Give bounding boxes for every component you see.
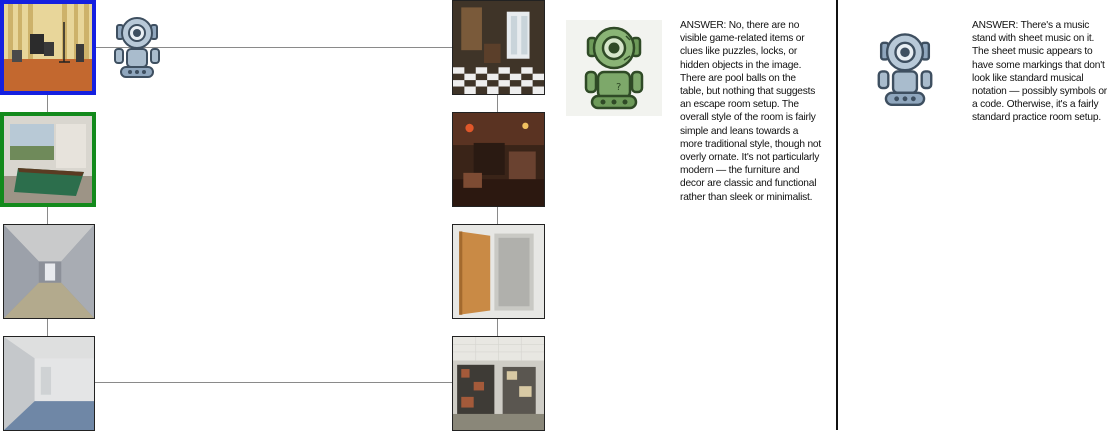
connector-right-1 bbox=[497, 94, 498, 112]
connector-bottom bbox=[95, 382, 452, 383]
thumbnail-pool-room[interactable] bbox=[0, 112, 96, 207]
bar-room-image bbox=[453, 113, 544, 206]
music-room-image bbox=[4, 4, 92, 91]
robot-icon bbox=[111, 15, 163, 79]
answer-text-left: ANSWER: No, there are no visible game-re… bbox=[680, 20, 822, 203]
robot-icon bbox=[874, 30, 936, 108]
robot-icon-green: ? bbox=[566, 20, 662, 116]
connector-right-2 bbox=[497, 206, 498, 224]
pool-room-image bbox=[4, 116, 92, 203]
open-door-image bbox=[453, 225, 544, 318]
thumbnail-empty-room[interactable] bbox=[3, 336, 95, 431]
empty-room-image bbox=[4, 337, 94, 430]
thumbnail-open-door[interactable] bbox=[452, 224, 545, 319]
connector-left-3 bbox=[47, 318, 48, 336]
panel-divider bbox=[836, 0, 838, 430]
storage-basement-image bbox=[453, 337, 544, 430]
parlor-image bbox=[453, 1, 544, 94]
connector-top bbox=[95, 47, 452, 48]
hallway-image bbox=[4, 225, 94, 318]
thumbnail-music-room[interactable] bbox=[0, 0, 96, 95]
connector-left-1 bbox=[47, 94, 48, 112]
connector-left-2 bbox=[47, 206, 48, 224]
thumbnail-bar-room[interactable] bbox=[452, 112, 545, 207]
thumbnail-parlor[interactable] bbox=[452, 0, 545, 95]
svg-text:?: ? bbox=[616, 82, 621, 93]
answer-text-right: ANSWER: There's a music stand with sheet… bbox=[972, 20, 1107, 124]
thumbnail-hallway[interactable] bbox=[3, 224, 95, 319]
thumbnail-storage-basement[interactable] bbox=[452, 336, 545, 431]
connector-right-3 bbox=[497, 318, 498, 336]
